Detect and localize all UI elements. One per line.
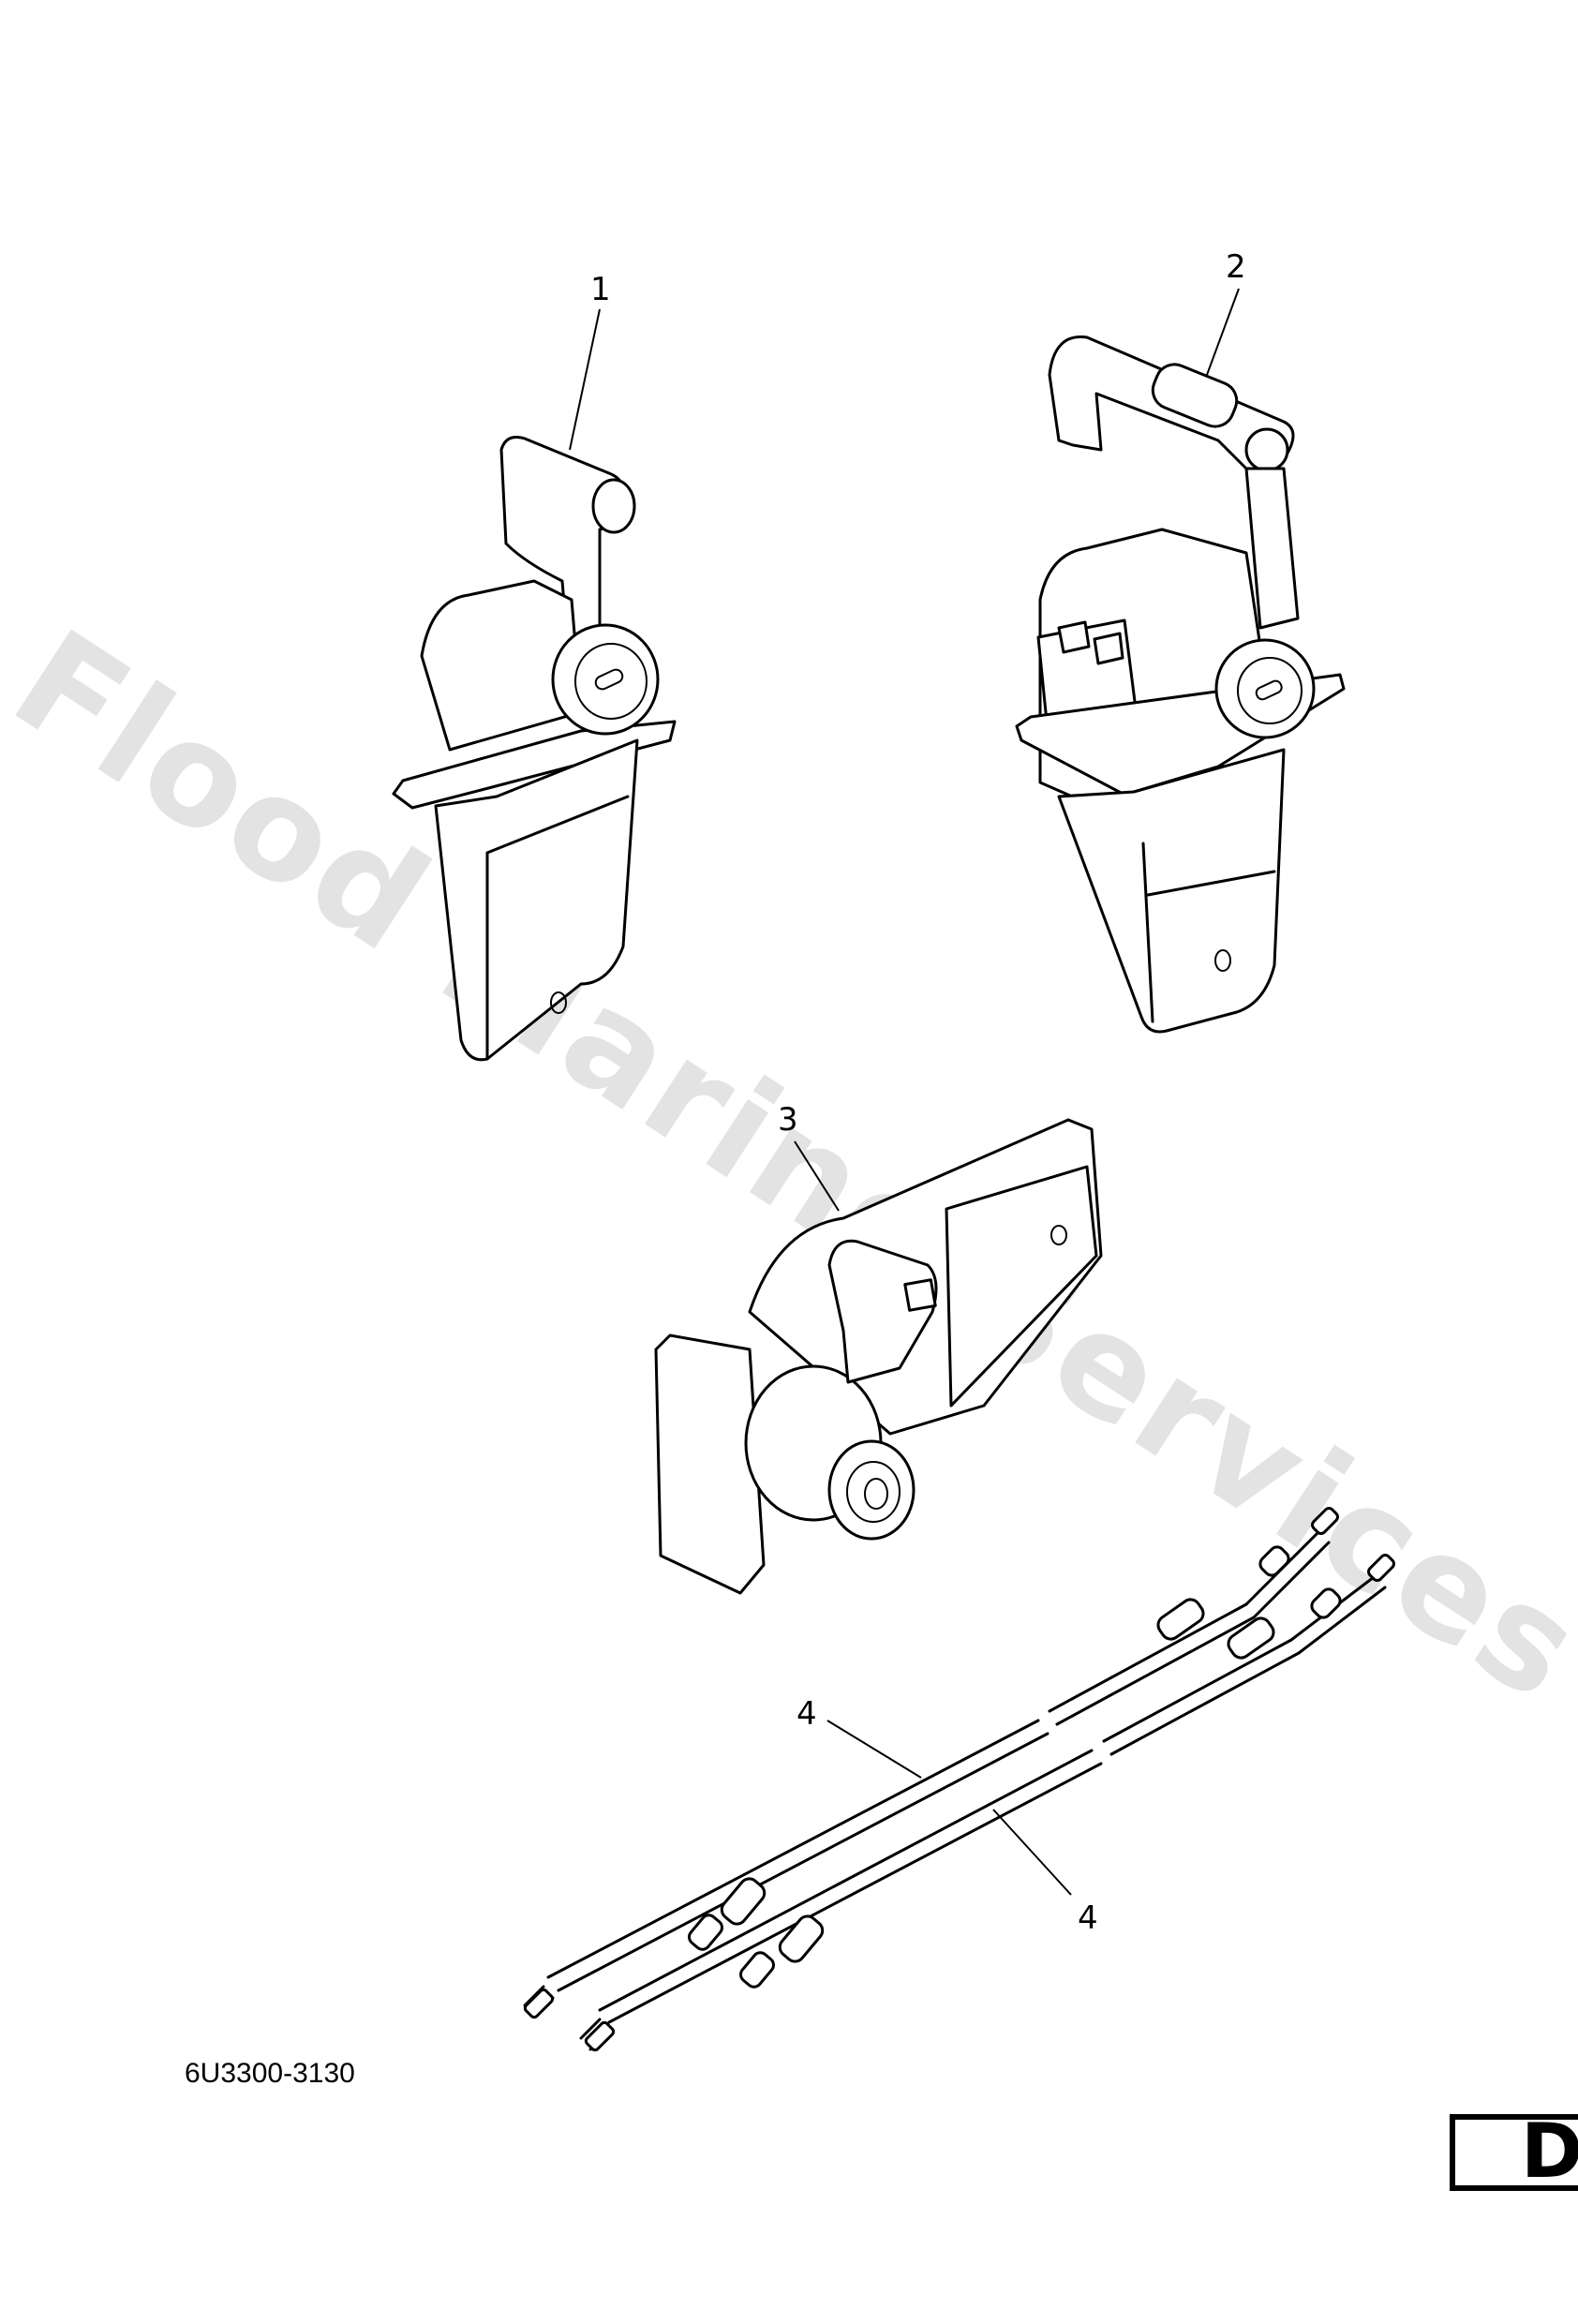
leader-line-3 [794,1140,840,1212]
leader-line-2 [1206,288,1240,376]
part-4-cables [523,1507,1395,2052]
leader-line-4a [826,1720,922,1779]
section-marker-box: D [1450,2114,1578,2191]
callout-1: 1 [590,271,611,308]
callout-4-upper: 4 [796,1695,817,1733]
callout-2: 2 [1226,248,1246,286]
leader-line-4b [992,1809,1072,1896]
callout-4-lower: 4 [1078,1899,1098,1937]
part-3-control-box [654,1118,1103,1595]
section-letter: D [1521,2108,1578,2195]
part-1-control-box [392,308,677,1062]
leader-line-1 [569,308,601,451]
callout-3: 3 [778,1101,798,1139]
figure-code: 6U3300-3130 [185,2058,355,2089]
part-2-control-box [1015,288,1346,1034]
